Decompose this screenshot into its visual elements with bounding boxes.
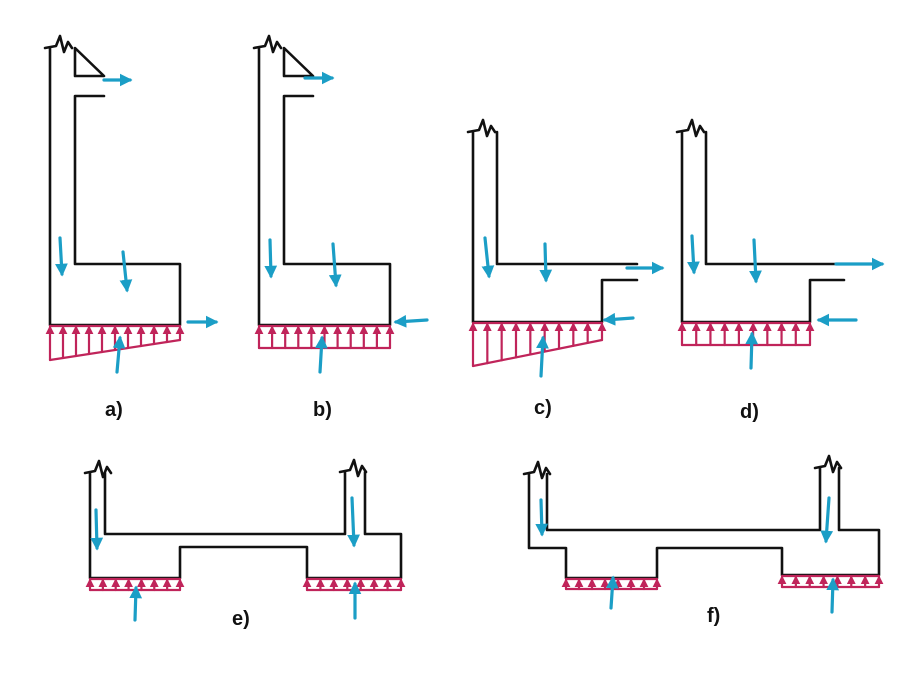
force-arrow-icon	[749, 238, 762, 284]
force-arrows	[535, 496, 834, 544]
panel-label: f)	[707, 605, 720, 627]
panel-label: e)	[232, 608, 250, 630]
force-arrows	[687, 234, 885, 370]
force-arrow-icon	[347, 496, 360, 548]
soil-pressure-diagram	[677, 321, 815, 347]
panel-e: e)	[83, 458, 406, 630]
force-arrow-icon	[119, 250, 133, 293]
force-arrow-icon	[90, 508, 104, 551]
force-arrow-icon	[315, 335, 328, 374]
soil-pressure-diagram	[468, 321, 607, 368]
wall-outline	[466, 118, 639, 324]
force-arrow-icon	[605, 575, 619, 610]
pressure-baseline	[471, 338, 604, 368]
panel-c: c)	[466, 118, 665, 419]
force-arrows	[481, 236, 665, 378]
force-arrows	[55, 73, 219, 374]
force-arrow-icon	[826, 577, 840, 614]
footing-outline	[83, 458, 403, 580]
panel-d: d)	[675, 118, 885, 423]
force-arrows	[605, 575, 840, 614]
force-arrow-icon	[539, 242, 553, 283]
panel-a: a)	[43, 34, 219, 421]
panel-label: c)	[534, 397, 552, 419]
force-arrow-icon	[536, 335, 549, 378]
panel-label: a)	[105, 399, 123, 421]
force-arrows	[90, 496, 362, 622]
soil-pressure-diagram	[45, 324, 185, 362]
force-arrow-icon	[55, 236, 68, 277]
soil-pressure-diagram	[777, 574, 884, 589]
force-arrow-icon	[820, 496, 834, 544]
force-arrow-icon	[535, 498, 549, 537]
panel-f: f)	[522, 454, 884, 627]
force-arrow-icon	[481, 236, 495, 279]
force-arrow-icon	[328, 242, 342, 288]
force-arrows	[264, 71, 429, 374]
panel-b: b)	[252, 34, 429, 421]
wall-outline	[675, 118, 846, 324]
force-arrow-icon	[264, 238, 278, 279]
force-arrow-icon	[745, 331, 759, 370]
footing-outline	[522, 454, 881, 580]
panel-label: d)	[740, 401, 759, 423]
force-arrow-icon	[129, 585, 143, 622]
force-arrow-icon	[112, 335, 126, 374]
force-arrow-icon	[602, 312, 635, 326]
soil-pressure-diagram	[254, 324, 395, 350]
panel-label: b)	[313, 399, 332, 421]
force-arrow-icon	[687, 234, 700, 275]
force-arrow-icon	[393, 314, 429, 328]
